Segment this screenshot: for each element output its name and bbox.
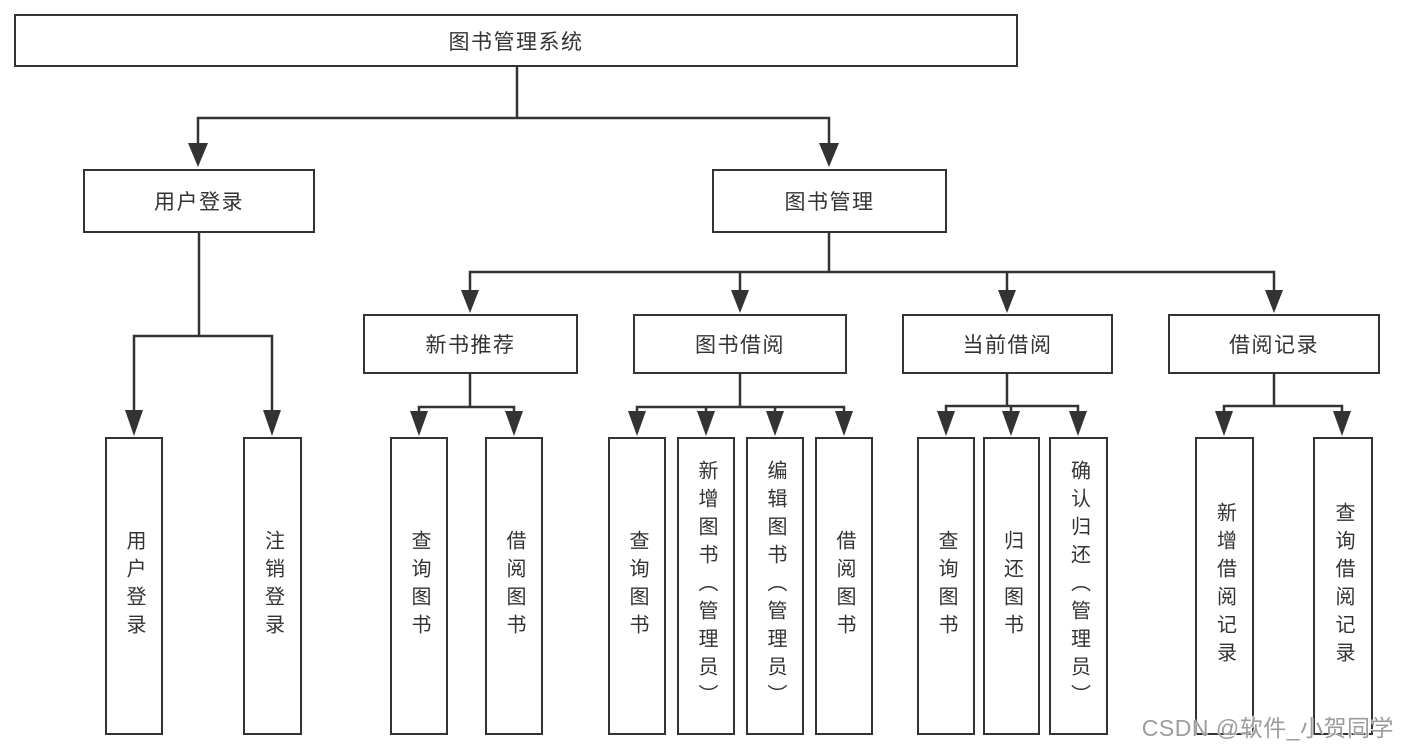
node-book-management: 图书管理 xyxy=(712,169,947,233)
leaf-confirm-return-admin: 确认归还（管理员） xyxy=(1049,437,1108,735)
node-borrow-records: 借阅记录 xyxy=(1168,314,1380,374)
leaf-query-borrow-record: 查询借阅记录 xyxy=(1313,437,1373,735)
leaf-add-book-admin: 新增图书（管理员） xyxy=(677,437,735,735)
leaf-add-borrow-record: 新增借阅记录 xyxy=(1195,437,1254,735)
leaf-user-login: 用户登录 xyxy=(105,437,163,735)
node-user-login: 用户登录 xyxy=(83,169,315,233)
node-root: 图书管理系统 xyxy=(14,14,1018,67)
leaf-query-book-1: 查询图书 xyxy=(390,437,448,735)
leaf-borrow-book-1: 借阅图书 xyxy=(485,437,543,735)
leaf-query-book-3: 查询图书 xyxy=(917,437,975,735)
node-current-borrow: 当前借阅 xyxy=(902,314,1113,374)
leaf-query-book-2: 查询图书 xyxy=(608,437,666,735)
arrowheads xyxy=(125,143,1351,436)
leaf-borrow-book-2: 借阅图书 xyxy=(815,437,873,735)
csdn-watermark: CSDN @软件_小贺同学 xyxy=(1141,715,1394,741)
leaf-logout: 注销登录 xyxy=(243,437,302,735)
leaf-return-book: 归还图书 xyxy=(983,437,1040,735)
node-new-book-recommend: 新书推荐 xyxy=(363,314,578,374)
node-book-borrow: 图书借阅 xyxy=(633,314,847,374)
leaf-edit-book-admin: 编辑图书（管理员） xyxy=(746,437,804,735)
